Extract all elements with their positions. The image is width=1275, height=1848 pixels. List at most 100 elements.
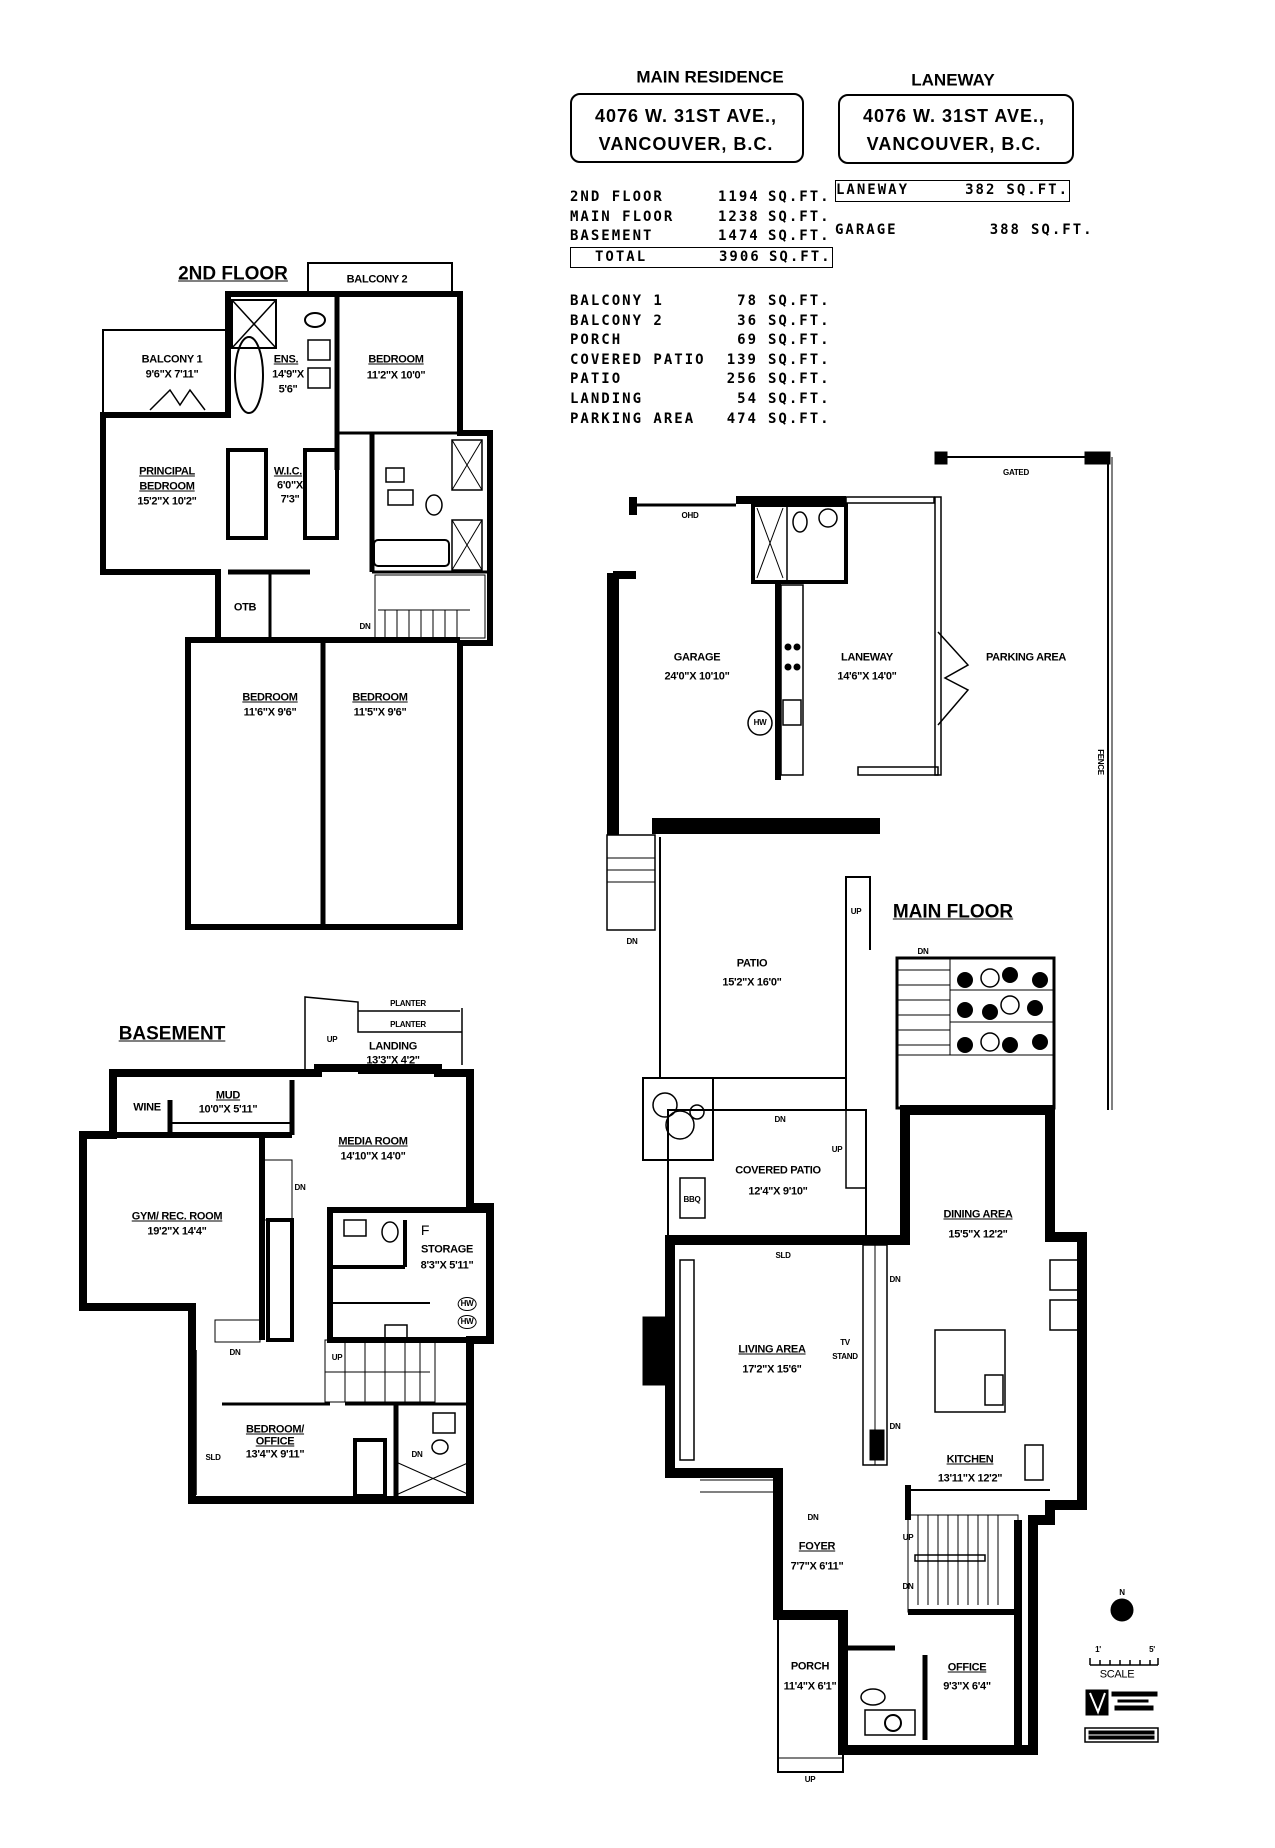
mud-label: MUD xyxy=(215,1089,241,1102)
covered-patio-down-label: DN xyxy=(774,1115,786,1124)
step-down-label: DN xyxy=(889,1422,901,1431)
area-value: 388 xyxy=(989,221,1021,238)
area-label: MAIN FLOOR xyxy=(570,208,675,225)
patio-dims: 15'2"X 16'0" xyxy=(722,976,782,989)
stair-up-label: UP xyxy=(331,1353,343,1362)
porch-label: PORCH xyxy=(790,1660,830,1673)
area-value: 139 xyxy=(726,351,758,368)
area-label: BALCONY 1 xyxy=(570,293,664,309)
area-label: PORCH xyxy=(570,332,623,349)
covered-patio-label: COVERED PATIO xyxy=(735,1164,821,1177)
area-value: 256 xyxy=(726,371,758,388)
area-label: BASEMENT xyxy=(570,228,654,245)
landing-dims: 13'3"X 4'2" xyxy=(366,1054,420,1067)
area-label: PATIO xyxy=(570,371,623,388)
stair-down-label: DN xyxy=(294,1183,306,1192)
bedroom-ne-dims: 11'2"X 10'0" xyxy=(366,369,426,382)
balcony-1-dims: 9'6"X 7'11" xyxy=(145,368,199,381)
area-value: 382 xyxy=(965,182,997,198)
scale-label: SCALE xyxy=(1099,1668,1135,1681)
area-unit: SQ.FT. xyxy=(768,189,831,205)
otb-label: OTB xyxy=(233,601,257,614)
planter-label-2: PLANTER xyxy=(390,1020,426,1029)
media-room-label: MEDIA ROOM xyxy=(338,1135,408,1148)
landing-up-label: UP xyxy=(326,1035,338,1044)
stair-down-label: DN xyxy=(229,1348,241,1357)
laneway-address-line1: 4076 W. 31ST AVE., xyxy=(862,106,1046,126)
main-residence-address-line1: 4076 W. 31ST AVE., xyxy=(594,106,778,126)
dining-area-label: DINING AREA xyxy=(943,1208,1013,1221)
bedroom-sw-dims: 11'6"X 9'6" xyxy=(243,706,297,719)
total-unit: SQ.FT. xyxy=(769,248,832,265)
area-row: PATIO 256 SQ.FT. xyxy=(570,370,831,390)
furnace-icon: F xyxy=(420,1222,430,1238)
bbq-label: BBQ xyxy=(683,1195,701,1204)
hot-water-tank-icon: HW xyxy=(457,1297,477,1311)
wic-dims-1: 6'0"X xyxy=(277,479,303,492)
main-floor-walls xyxy=(642,837,1087,1773)
office-label: OFFICE xyxy=(947,1661,987,1674)
area-value: 78 xyxy=(737,293,758,309)
balcony-2-label: BALCONY 2 xyxy=(346,273,408,286)
ensuite-dims-1: 14'9"X xyxy=(272,368,304,381)
ensuite-label: ENS. xyxy=(273,353,299,366)
area-value: 36 xyxy=(737,312,758,329)
kitchen-label: KITCHEN xyxy=(946,1453,994,1466)
gym-rec-room-label: GYM/ REC. ROOM xyxy=(131,1210,223,1223)
step-down-label: DN xyxy=(889,1275,901,1284)
area-label: 2ND FLOOR xyxy=(570,189,664,205)
fence-label: FENCE xyxy=(1096,749,1105,775)
foyer-down-label: DN xyxy=(807,1513,819,1522)
principal-bedroom-dims: 15'2"X 10'2" xyxy=(137,495,197,508)
bedroom-office-label-2: OFFICE xyxy=(255,1435,295,1448)
area-value: 474 xyxy=(726,410,758,427)
overhead-door-label: OHD xyxy=(681,511,699,520)
laneway-title: LANEWAY xyxy=(911,70,995,90)
stair-down-label: DN xyxy=(359,622,371,631)
laneway-garage-walls xyxy=(606,451,1113,1110)
landing-label: LANDING xyxy=(368,1040,418,1053)
storage-label: STORAGE xyxy=(420,1243,474,1256)
kitchen-dims: 13'11"X 12'2" xyxy=(937,1472,1003,1485)
hot-water-tank-icon: HW xyxy=(457,1315,477,1329)
laneway-label: LANEWAY xyxy=(841,651,893,664)
storage-dims: 8'3"X 5'11" xyxy=(420,1259,474,1272)
gated-label: GATED xyxy=(1003,468,1029,477)
second-floor-title: 2ND FLOOR xyxy=(178,263,288,285)
area-label: BALCONY 2 xyxy=(570,312,664,329)
scale-min-label: 1' xyxy=(1095,1645,1101,1654)
parking-area-label: PARKING AREA xyxy=(985,651,1067,664)
main-residence-address-line2: VANCOUVER, B.C. xyxy=(598,134,774,154)
patio-label: PATIO xyxy=(736,957,768,970)
basement-walls xyxy=(79,996,494,1504)
total-label: TOTAL xyxy=(595,248,648,265)
garage-dims: 24'0"X 10'10" xyxy=(664,670,730,683)
bedroom-office-dims: 13'4"X 9'11" xyxy=(245,1448,305,1461)
covered-patio-dims: 12'4"X 9'10" xyxy=(748,1185,808,1198)
covered-patio-up-label: UP xyxy=(831,1145,843,1154)
area-unit: SQ.FT. xyxy=(768,351,831,368)
porch-dims: 11'4"X 6'1" xyxy=(783,1680,837,1693)
garage-label: GARAGE xyxy=(673,651,721,664)
tv-stand-label-1: TV xyxy=(840,1338,850,1347)
second-floor-walls xyxy=(100,262,493,930)
area-label: COVERED PATIO xyxy=(570,351,706,368)
area-value: 1238 xyxy=(718,208,760,225)
foyer-label: FOYER xyxy=(798,1540,836,1553)
area-unit: SQ.FT. xyxy=(768,371,831,388)
bedroom-sw-label: BEDROOM xyxy=(242,691,298,704)
area-label: GARAGE xyxy=(835,221,898,238)
main-residence-address-box xyxy=(570,93,804,163)
scale-bar xyxy=(1089,1658,1159,1666)
area-value: 1474 xyxy=(718,228,760,245)
